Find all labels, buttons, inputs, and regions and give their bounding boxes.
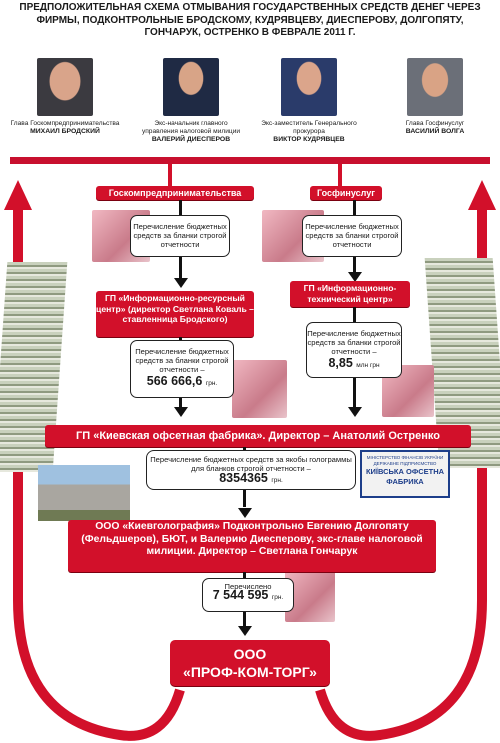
transfer-amount: 566 666,6 [146, 374, 203, 388]
top-red-bar [10, 157, 490, 164]
left-return-arrow [13, 205, 185, 741]
currency-unit: грн. [271, 594, 284, 601]
left-arrow-head-2 [174, 407, 188, 417]
transfer-text: Перечисление бюджетных средств за бланки… [133, 222, 227, 249]
person-role: Экс-начальник главного управления налого… [141, 120, 241, 135]
currency-unit: грн. [205, 380, 218, 387]
transfer-text: Перечисление бюджетных средств за якобы … [150, 455, 352, 473]
node-label: ГП «Информационно-ресурсный центр» (дире… [96, 293, 254, 324]
node-goskompredprinimatelstva: Госкомпредпринимательства [96, 186, 254, 200]
transfer-box-left-1: Перечисление бюджетных средств за бланки… [130, 215, 230, 257]
node-label-line2: «ПРОФ-КОМ-ТОРГ» [183, 664, 317, 680]
hryvnia-notes-image [232, 360, 287, 418]
right-arrow-head-2 [348, 407, 362, 417]
currency-unit: грн. [271, 477, 283, 484]
node-informatsionno-resursnyi-tsentr: ГП «Информационно-ресурсный центр» (дире… [96, 291, 254, 337]
plaque-title: КИЇВСЬКА ОФСЕТНА ФАБРИКА [365, 467, 445, 486]
currency-unit: млн грн [356, 362, 380, 369]
person-name: ВАСИЛИЙ ВОЛГА [405, 128, 465, 135]
transfer-text: Перечисление бюджетных средств за бланки… [305, 222, 399, 249]
person-name: МИХАИЛ БРОДСКИЙ [30, 128, 100, 135]
node-kievgolografiya: ООО «Киевголография» Подконтрольно Евген… [68, 520, 436, 572]
left-arrow-head [4, 180, 32, 210]
node-label: ГП «Информационно-технический центр» [303, 283, 397, 304]
transfer-amount: 7 544 595 [212, 588, 269, 602]
person-role: Глава Госфинуслуг [405, 120, 465, 127]
person-role: Глава Госкомпредпринимательства [10, 120, 120, 127]
factory-plaque-image: МІНІСТЕРСТВО ФІНАНСІВ УКРАЇНИ ДЕРЖАВНЕ П… [360, 450, 450, 498]
factory-building-image [38, 465, 130, 521]
diagram-title: ПРЕДПОЛОЖИТЕЛЬНАЯ СХЕМА ОТМЫВАНИЯ ГОСУДА… [19, 2, 481, 38]
portrait-photo [163, 58, 219, 116]
center-arrow-head-1 [238, 508, 252, 518]
person-role: Экс-заместитель Генерального прокурора [261, 120, 357, 135]
person-diesperov: Экс-начальник главного управления налого… [136, 58, 246, 144]
node-label: ГП «Киевская офсетная фабрика». Директор… [76, 430, 440, 442]
center-arrow-head-2 [238, 626, 252, 636]
node-label: Госкомпредпринимательства [108, 188, 242, 198]
node-gosfinuslug: Госфинуслуг [310, 186, 382, 200]
transfer-text: Перечислено [224, 582, 272, 591]
transfer-amount: 8354365 [219, 471, 268, 485]
portrait-photo [407, 58, 463, 116]
person-name: ВИКТОР КУДРЯВЦЕВ [273, 136, 345, 143]
portrait-photo [37, 58, 93, 116]
node-kievskaya-ofsetnaya-fabrika: ГП «Киевская офсетная фабрика». Директор… [45, 425, 471, 447]
transfer-box-3: Перечисление бюджетных средств за якобы … [146, 450, 356, 490]
transfer-text: Перечисление бюджетных средств за бланки… [307, 329, 401, 356]
node-label: Госфинуслуг [316, 188, 376, 198]
node-label: ООО «Киевголография» Подконтрольно Евген… [81, 521, 423, 557]
portrait-photo [281, 58, 337, 116]
transfer-box-right-1: Перечисление бюджетных средств за бланки… [302, 215, 402, 257]
right-arrow-head-1 [348, 272, 362, 282]
transfer-amount: 8,85 [328, 356, 353, 370]
person-name: ВАЛЕРИЙ ДИЕСПЕРОВ [151, 136, 231, 143]
transfer-box-right-2: Перечисление бюджетных средств за бланки… [306, 322, 402, 378]
right-arrow-head [468, 180, 496, 210]
plaque-line: ДЕРЖАВНЕ ПІДПРИЄМСТВО [373, 461, 437, 466]
right-return-arrow [315, 205, 487, 741]
transfer-box-4: Перечислено 7 544 595 грн. [202, 578, 294, 612]
left-arrow-head-1 [174, 278, 188, 288]
node-prof-kom-torg: ООО «ПРОФ-КОМ-ТОРГ» [170, 640, 330, 686]
node-label-line1: ООО [233, 646, 267, 662]
plaque-line: МІНІСТЕРСТВО ФІНАНСІВ УКРАЇНИ [366, 455, 444, 460]
transfer-text: Перечисление бюджетных средств за бланки… [135, 347, 229, 374]
node-informatsionno-tekhnicheskiy-tsentr: ГП «Информационно-технический центр» [290, 281, 410, 307]
transfer-box-left-2: Перечисление бюджетных средств за бланки… [130, 340, 234, 398]
